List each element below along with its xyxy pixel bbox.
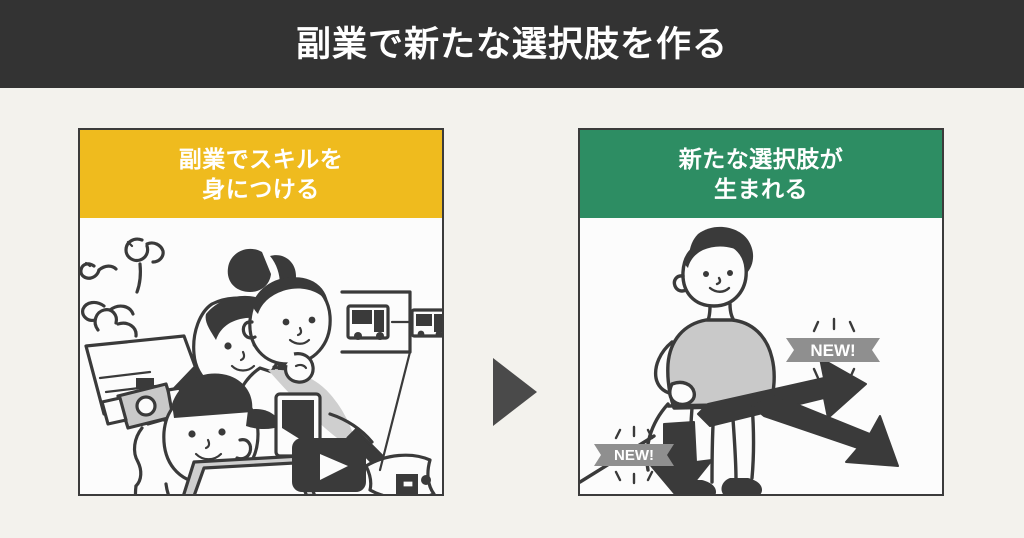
card-options-title-line2: 生まれる xyxy=(714,176,808,202)
content-stage: 副業でスキルを 身につける .ln { fill:none; stroke:#3… xyxy=(0,88,1024,538)
badge-new-top: NEW! xyxy=(786,317,880,383)
card-options-header: 新たな選択肢が 生まれる xyxy=(580,130,942,218)
man-with-camera-and-laptop-and-video-icon xyxy=(100,373,366,494)
page-header: 副業で新たな選択肢を作る xyxy=(0,0,1024,88)
triangle-right-icon xyxy=(493,358,537,426)
card-skill-body: .ln { fill:none; stroke:#3a3a3a; stroke-… xyxy=(80,218,442,494)
arrow-down-right xyxy=(751,395,899,467)
badge-new-bottom: NEW! xyxy=(594,425,674,485)
card-skill: 副業でスキルを 身につける .ln { fill:none; stroke:#3… xyxy=(78,128,444,496)
card-options-title-line1: 新たな選択肢が xyxy=(678,145,844,172)
card-skill-title-line1: 副業でスキルを xyxy=(178,145,344,172)
standing-person-with-branching-arrows: .r-ln { fill:none; stroke:#3a3a3a; strok… xyxy=(580,226,899,494)
badge-new-top-label: NEW! xyxy=(810,341,855,360)
three-people-working-illustration: .ln { fill:none; stroke:#3a3a3a; stroke-… xyxy=(80,237,442,494)
arrow-up-right xyxy=(697,357,867,427)
card-skill-title: 副業でスキルを 身につける xyxy=(179,144,344,205)
card-options-body: .r-ln { fill:none; stroke:#3a3a3a; strok… xyxy=(580,218,942,494)
card-options-title: 新たな選択肢が 生まれる xyxy=(679,144,844,205)
page-title: 副業で新たな選択肢を作る xyxy=(295,24,728,64)
card-options: 新たな選択肢が 生まれる .r-ln { fill:none; stroke:#… xyxy=(578,128,944,496)
card-skill-header: 副業でスキルを 身につける xyxy=(80,130,442,218)
badge-new-bottom-label: NEW! xyxy=(614,447,654,464)
standing-person xyxy=(653,226,776,494)
flow-arrow xyxy=(489,356,541,428)
card-skill-title-line2: 身につける xyxy=(202,176,320,202)
